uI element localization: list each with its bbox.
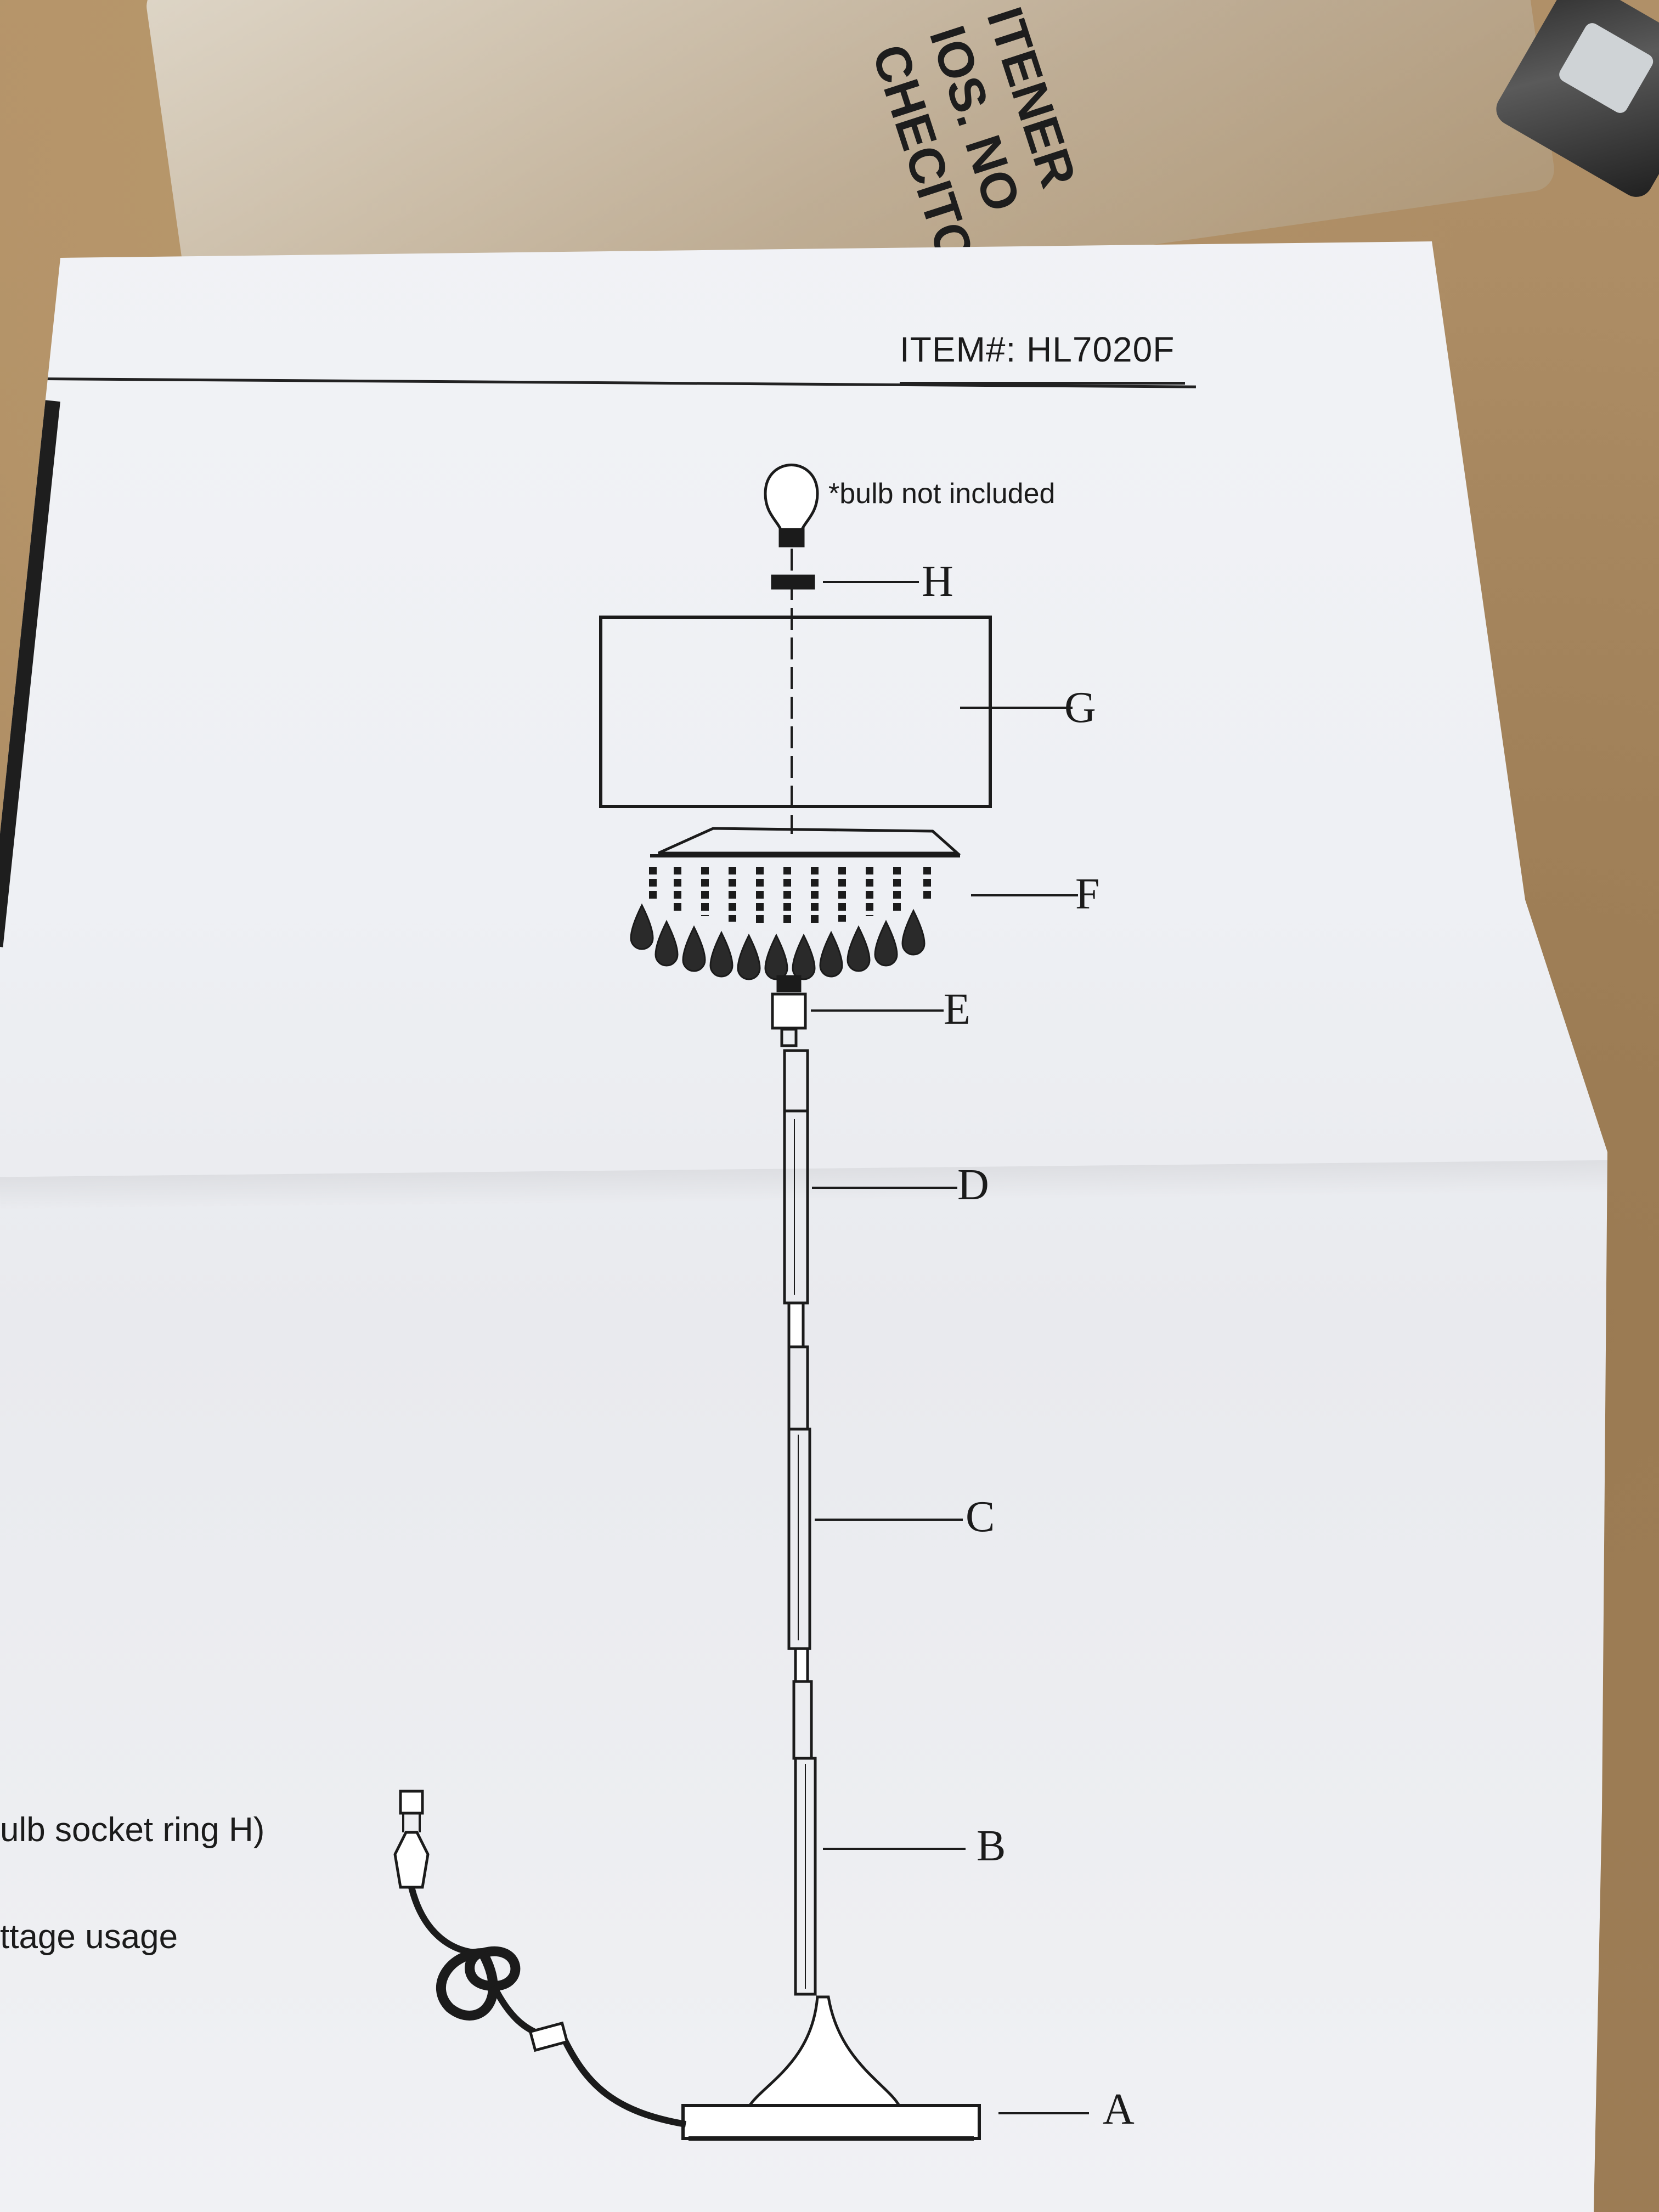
pole-b [792,1680,817,1996]
part-label-b: B [977,1822,1006,1870]
bulb-note: *bulb not included [828,478,1056,510]
leader-lines [811,581,1089,2114]
side-text-socket-ring: ulb socket ring H) [0,1811,265,1849]
crystal-chandelier-f [630,827,961,980]
part-label-h: H [922,557,953,606]
socket-e [771,975,807,1047]
pole-d [783,1049,809,1305]
item-number-underline [900,382,1185,385]
lamp-shade-g [599,616,992,808]
part-label-e: E [944,985,970,1034]
socket-ring-h [771,574,815,590]
part-label-d: D [957,1161,989,1209]
base-a [681,1995,981,2141]
part-label-g: G [1064,684,1096,732]
item-number: ITEM#: HL7020F [900,330,1175,369]
side-text-wattage: ttage usage [0,1918,178,1956]
part-label-f: F [1075,870,1100,918]
pole-c [787,1345,811,1650]
power-cord [393,1790,687,2128]
part-label-c: C [966,1493,995,1541]
bulb-icon [764,464,819,548]
part-label-a: A [1103,2085,1135,2134]
